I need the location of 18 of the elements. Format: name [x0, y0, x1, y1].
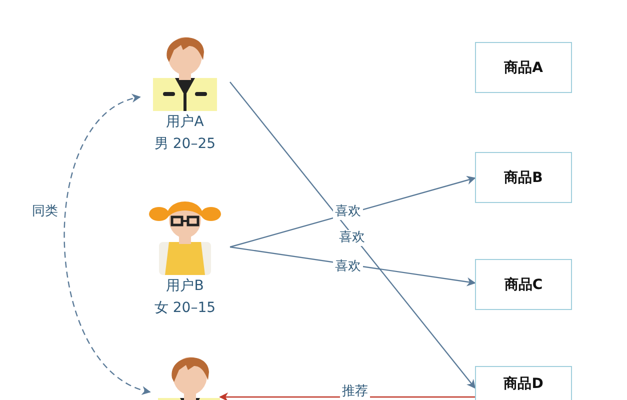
product-box: 商品C — [475, 259, 572, 310]
product-box: 商品D — [475, 366, 572, 400]
arrow — [230, 176, 476, 248]
product-box: 商品A — [475, 42, 572, 93]
user-name: 用户A — [165, 113, 205, 132]
user-name: 用户B — [165, 277, 205, 296]
arrow — [230, 246, 476, 286]
dashed-arrow — [64, 96, 151, 394]
edge-label: 推荐 — [340, 384, 370, 400]
edge-label: 喜欢 — [333, 259, 363, 275]
user-info: 女 20–15 — [153, 299, 217, 318]
edge-label: 喜欢 — [333, 204, 363, 220]
user-info: 男 20–25 — [153, 135, 217, 154]
edge-label: 喜欢 — [337, 230, 367, 246]
arrow — [219, 392, 475, 400]
arrow — [230, 82, 476, 389]
edge-label: 同类 — [30, 204, 60, 220]
product-box: 商品B — [475, 152, 572, 203]
